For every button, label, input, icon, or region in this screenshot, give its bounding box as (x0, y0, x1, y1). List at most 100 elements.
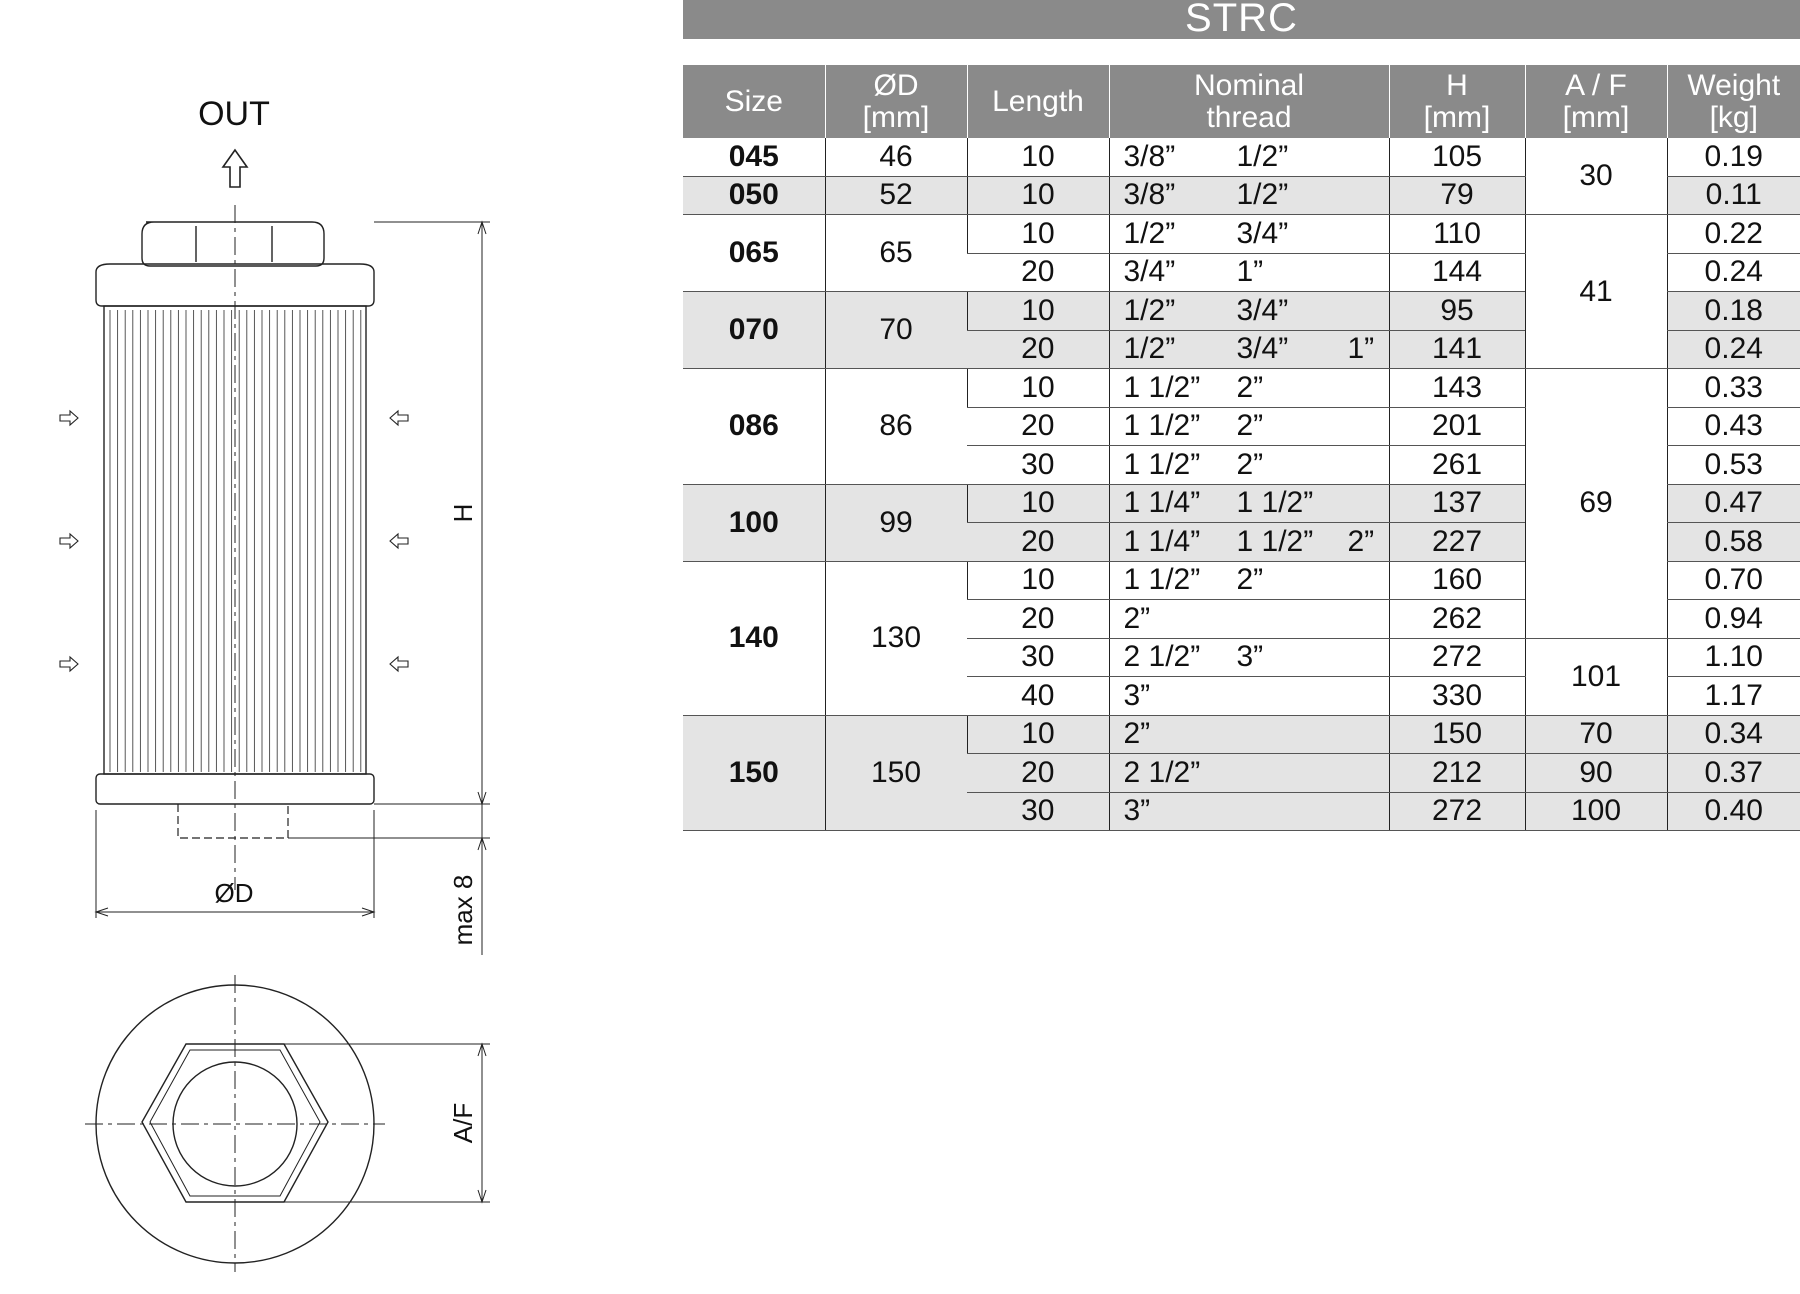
height-cell: 261 (1388, 445, 1525, 485)
thread-value: 1 1/4” (1123, 524, 1201, 558)
thread-cell: 1 1/2”2” (1108, 561, 1389, 600)
thread-value: 2” (1236, 447, 1264, 481)
thread-value: 1” (1236, 255, 1264, 289)
weight-cell: 0.58 (1666, 522, 1800, 562)
length-cell: 20 (967, 753, 1109, 793)
thread-value: 1 1/4” (1123, 486, 1201, 520)
length-cell: 30 (967, 792, 1109, 831)
h-dimension-label: H (448, 504, 478, 523)
thread-value: 1 1/2” (1123, 447, 1201, 481)
length-cell: 40 (967, 676, 1109, 716)
height-cell: 141 (1388, 330, 1525, 369)
size-cell: 086 (683, 368, 825, 485)
weight-cell: 0.70 (1666, 561, 1800, 600)
height-cell: 262 (1388, 599, 1525, 639)
height-cell: 105 (1388, 138, 1525, 177)
thread-value: 2” (1236, 563, 1264, 597)
thread-value: 2” (1123, 717, 1151, 751)
diameter-cell: 52 (824, 176, 967, 215)
thread-value: 1/2” (1123, 293, 1176, 327)
length-cell: 20 (967, 407, 1109, 446)
thread-cell: 1/2”3/4”1” (1108, 330, 1389, 369)
length-cell: 30 (967, 445, 1109, 485)
length-cell: 10 (966, 176, 1109, 215)
thread-value: 3/8” (1123, 139, 1176, 173)
out-label: OUT (198, 95, 270, 133)
af-cell: 90 (1524, 753, 1667, 793)
thread-cell: 2” (1108, 599, 1389, 639)
size-cell: 050 (683, 176, 825, 215)
thread-cell: 2 1/2” (1108, 753, 1389, 793)
af-cell: 100 (1524, 792, 1667, 831)
column-header-label: Size (724, 84, 783, 118)
af-cell: 69 (1524, 368, 1667, 639)
height-cell: 137 (1388, 484, 1525, 523)
thread-cell: 3/4” 1” (1108, 253, 1389, 292)
weight-cell: 0.40 (1666, 792, 1800, 831)
thread-value: 3” (1123, 678, 1151, 712)
column-header-label: Weight (1687, 68, 1781, 102)
thread-value: 1/2” (1236, 178, 1289, 212)
height-cell: 201 (1388, 407, 1525, 446)
diameter-cell: 65 (824, 214, 967, 292)
weight-cell: 0.18 (1666, 291, 1800, 331)
thread-cell: 3/8”1/2” (1108, 176, 1389, 215)
thread-value: 3/4” (1236, 216, 1289, 250)
af-cell: 70 (1524, 715, 1667, 754)
height-cell: 212 (1388, 753, 1525, 793)
height-cell: 95 (1388, 291, 1525, 331)
length-cell: 10 (966, 214, 1109, 254)
thread-cell: 3/8” 1/2” (1108, 138, 1389, 177)
thread-value: 2” (1236, 370, 1264, 404)
column-header-unit: [mm] (862, 100, 930, 134)
column-header-label: Length (992, 84, 1084, 118)
diameter-cell: 46 (824, 138, 967, 177)
weight-cell: 0.24 (1666, 330, 1800, 369)
thread-value: 1 1/2” (1123, 409, 1201, 443)
column-header: Length (966, 65, 1109, 138)
column-header: Size (683, 65, 825, 138)
thread-value: 3/4” (1123, 255, 1176, 289)
column-header: ØD[mm] (824, 65, 967, 138)
inflow-arrow-icon (389, 409, 409, 673)
thread-cell: 2” (1108, 715, 1389, 754)
thread-value: 3/4” (1236, 293, 1289, 327)
height-cell: 160 (1388, 561, 1525, 600)
size-cell: 045 (683, 138, 825, 177)
weight-cell: 0.37 (1666, 753, 1800, 793)
af-cell: 30 (1524, 138, 1667, 215)
weight-cell: 1.17 (1666, 676, 1800, 716)
column-header: H[mm] (1388, 65, 1525, 138)
thread-value: 2 1/2” (1123, 640, 1201, 674)
column-header-label: H (1446, 68, 1468, 102)
height-cell: 143 (1388, 368, 1525, 408)
thread-cell: 1 1/2”2” (1108, 407, 1389, 446)
weight-cell: 0.11 (1666, 176, 1800, 215)
length-cell: 10 (966, 291, 1109, 331)
weight-cell: 1.10 (1666, 638, 1800, 677)
size-cell: 070 (683, 291, 825, 369)
af-dimension-label: A/F (448, 1103, 478, 1143)
column-header-label: ØD (873, 68, 919, 102)
weight-cell: 0.94 (1666, 599, 1800, 639)
size-cell: 150 (683, 715, 825, 831)
length-cell: 10 (966, 368, 1109, 408)
filter-technical-drawing: OUT H ØD max 8 A/F (59, 95, 490, 1272)
length-cell: 10 (966, 484, 1109, 523)
thread-cell: 1 1/4” 1 1/2” (1108, 484, 1389, 523)
thread-value: 1/2” (1236, 139, 1289, 173)
thread-value: 1 1/2” (1236, 486, 1314, 520)
size-cell: 065 (683, 214, 825, 292)
